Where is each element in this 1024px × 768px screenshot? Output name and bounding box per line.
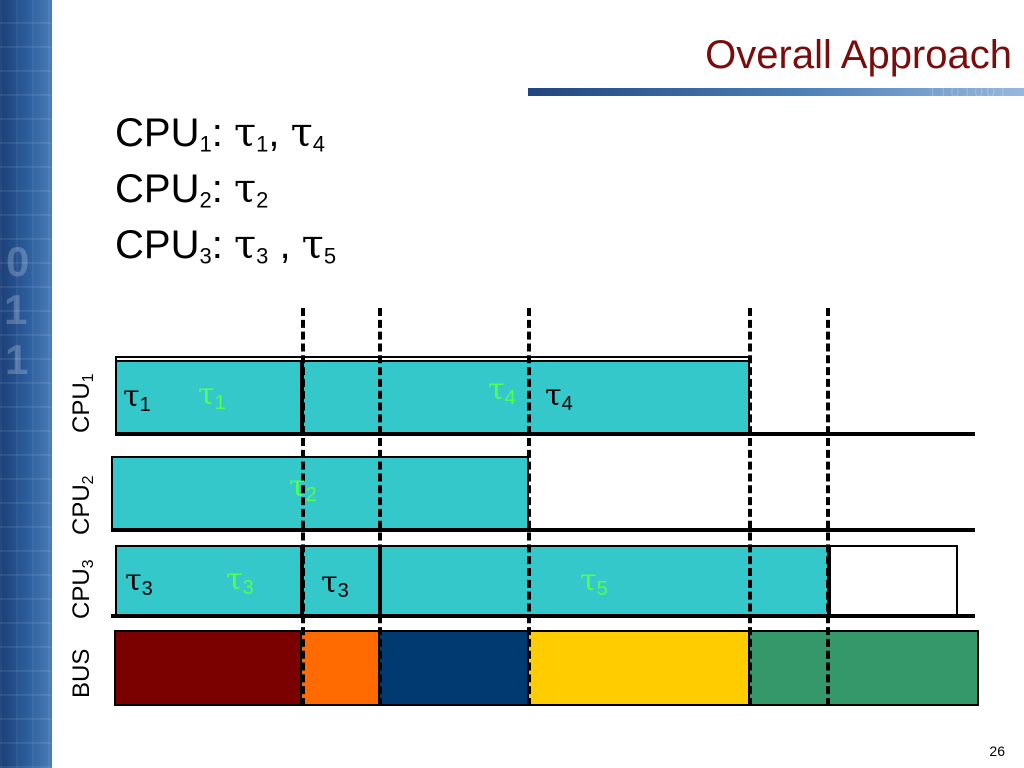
row-label-text: CPU — [68, 382, 95, 433]
cpu3-baseline — [111, 614, 975, 618]
cpu-text: CPU — [115, 223, 200, 267]
comma-separator: , — [268, 111, 291, 155]
task-symbol: τ — [580, 563, 597, 598]
task-label: τ3 — [321, 565, 349, 602]
decorative-left-strip: 0 1 1 — [0, 0, 52, 768]
task-subscript: 1 — [214, 392, 226, 414]
cpu-subscript: 2 — [199, 187, 212, 213]
task-subscript: 1 — [139, 394, 151, 416]
cpu1-baseline — [115, 432, 975, 436]
title-underline-rule: 1101001 — [528, 84, 1024, 101]
bus-segment — [750, 632, 977, 704]
task-symbol: τ — [289, 469, 306, 504]
bus-segment — [529, 632, 750, 704]
cpu-text: CPU — [115, 167, 200, 211]
task-subscript: 2 — [256, 187, 269, 213]
cpu2-baseline — [111, 528, 975, 532]
cpu-subscript: 3 — [199, 243, 212, 269]
task-label: τ4 — [488, 372, 516, 409]
cpu1-task-block — [115, 360, 302, 434]
task-symbol: τ — [226, 562, 243, 597]
cpu-subscript: 1 — [199, 131, 212, 157]
row-label-text: BUS — [68, 648, 95, 698]
bus-row-label: BUS — [68, 638, 98, 698]
colon-separator: : — [211, 111, 234, 155]
task-label: τ1 — [198, 377, 226, 414]
task-label: τ5 — [580, 563, 608, 600]
comma-separator: , — [268, 223, 302, 267]
cpu2-task-block — [111, 456, 529, 530]
row-label-text: CPU — [68, 484, 95, 535]
cpu1-task-block — [302, 360, 750, 434]
colon-separator: : — [211, 167, 234, 211]
cpu3-task-block — [380, 545, 829, 618]
task-symbol: τ — [488, 372, 505, 407]
cpu2-row-label: CPU2 — [68, 457, 98, 535]
task-subscript: 5 — [323, 243, 337, 269]
task-subscript: 5 — [596, 578, 608, 600]
task-symbol: τ — [233, 110, 257, 156]
cpu3-task-block — [115, 545, 302, 618]
task-symbol: τ — [233, 166, 257, 212]
bus-segment — [380, 632, 529, 704]
task-symbol: τ — [290, 110, 313, 156]
task-label: τ1 — [123, 379, 151, 416]
time-boundary-dash — [301, 308, 305, 706]
task-subscript: 4 — [312, 131, 325, 157]
task-symbol: τ — [198, 377, 215, 412]
assignment-cpu3: CPU3: τ3 , τ5 — [115, 217, 555, 273]
task-label: τ4 — [545, 378, 573, 415]
cpu3-idle-block — [829, 545, 958, 618]
row-label-subscript: 3 — [80, 559, 97, 569]
task-subscript: 3 — [256, 243, 269, 269]
task-symbol: τ — [321, 565, 338, 600]
time-boundary-dash — [378, 308, 382, 706]
row-label-subscript: 2 — [80, 475, 97, 485]
cpu3-task-block — [302, 545, 380, 618]
task-subscript: 3 — [141, 578, 153, 600]
assignment-cpu2: CPU2: τ2 — [115, 161, 555, 217]
time-boundary-dash — [826, 308, 830, 706]
task-subscript: 2 — [305, 484, 317, 506]
time-boundary-dash — [527, 308, 531, 706]
task-symbol: τ — [125, 563, 142, 598]
bus-segment — [302, 632, 380, 704]
task-subscript: 4 — [504, 387, 516, 409]
page-number: 26 — [989, 743, 1005, 759]
task-symbol: τ — [123, 379, 140, 414]
task-label: τ3 — [226, 562, 254, 599]
circuit-pattern — [0, 0, 52, 768]
cpu1-row-label: CPU1 — [68, 355, 98, 433]
row-label-text: CPU — [68, 568, 95, 619]
task-symbol: τ — [545, 378, 562, 413]
cpu-task-assignments: CPU1: τ1, τ4 CPU2: τ2 CPU3: τ3 , τ5 — [115, 105, 555, 273]
title-rule-pattern: 1101001 — [927, 84, 1010, 101]
slide-title: Overall Approach — [705, 33, 1012, 77]
colon-separator: : — [211, 223, 234, 267]
row-label-subscript: 1 — [80, 373, 97, 383]
task-subscript: 3 — [242, 577, 254, 599]
task-symbol: τ — [233, 222, 257, 268]
task-subscript: 3 — [337, 580, 349, 602]
task-subscript: 1 — [256, 131, 269, 157]
task-subscript: 4 — [561, 393, 573, 415]
task-label: τ3 — [125, 563, 153, 600]
task-label: τ2 — [289, 469, 317, 506]
time-boundary-dash — [748, 308, 752, 706]
bus-segment — [116, 632, 302, 704]
task-symbol: τ — [301, 222, 324, 268]
cpu3-row-label: CPU3 — [68, 541, 98, 619]
assignment-cpu1: CPU1: τ1, τ4 — [115, 105, 555, 161]
cpu-text: CPU — [115, 111, 200, 155]
